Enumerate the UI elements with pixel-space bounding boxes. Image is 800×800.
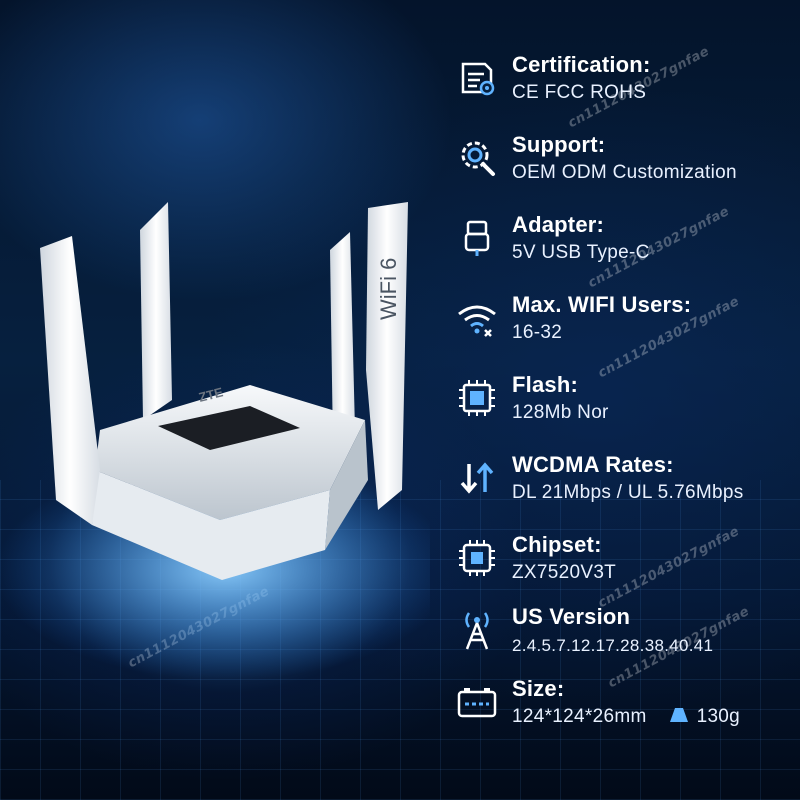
size-value: 124*124*26mm (512, 706, 647, 727)
wifi-users-icon (455, 296, 499, 340)
battery-size-icon (455, 680, 499, 724)
spec-adapter: Adapter: 5V USB Type-C (455, 208, 795, 278)
weight-value: 130g (696, 706, 741, 727)
spec-label: US Version (512, 604, 631, 629)
antenna-back-left (140, 202, 172, 420)
spec-value: 5V USB Type-C (512, 242, 650, 263)
router-top (95, 385, 365, 520)
weight-icon (669, 708, 688, 722)
antenna-front-left (40, 236, 100, 525)
spec-chipset: Chipset: ZX7520V3T (455, 528, 795, 598)
brand-logo: ZTE (197, 384, 225, 405)
chipset-icon (455, 536, 499, 580)
spec-value: ZX7520V3T (512, 562, 617, 583)
router-image: WiFi 6 ZTE (0, 202, 430, 680)
spec-value: 128Mb Nor (512, 402, 609, 423)
spec-label: Certification: (512, 52, 651, 77)
router-side (325, 420, 368, 550)
spec-label: Size: (512, 676, 565, 701)
spec-size: Size: 124*124*26mm 130g (455, 672, 795, 742)
antenna-wifi6-label: WiFi 6 (376, 258, 401, 320)
antenna-front-right (366, 202, 408, 510)
spec-value: 16-32 (512, 322, 563, 343)
certificate-icon (455, 56, 499, 100)
spec-label: Chipset: (512, 532, 602, 557)
spec-value: DL 21Mbps / UL 5.76Mbps (512, 482, 744, 503)
spec-flash: Flash: 128Mb Nor (455, 368, 795, 438)
router-front-panel (158, 406, 300, 450)
antenna-tower-icon (455, 608, 499, 652)
usb-c-icon (455, 216, 499, 260)
router-front (92, 470, 330, 580)
spec-label: Adapter: (512, 212, 605, 237)
spec-label: Flash: (512, 372, 578, 397)
antenna-back-right (330, 232, 355, 446)
spec-value: CE FCC ROHS (512, 82, 647, 103)
flash-chip-icon (455, 376, 499, 420)
spec-value: 124*124*26mm 130g (512, 706, 740, 728)
gear-search-icon (455, 136, 499, 180)
spec-us-version: US Version 2.4.5.7.12.17.28.38.40.41 (455, 600, 795, 670)
spec-label: Support: (512, 132, 606, 157)
spec-value: OEM ODM Customization (512, 162, 737, 183)
spec-wcdma-rates: WCDMA Rates: DL 21Mbps / UL 5.76Mbps (455, 448, 795, 518)
spec-certification: Certification: CE FCC ROHS (455, 48, 795, 118)
spec-label: Max. WIFI Users: (512, 292, 692, 317)
spec-value: 2.4.5.7.12.17.28.38.40.41 (512, 636, 714, 655)
spec-label: WCDMA Rates: (512, 452, 674, 477)
spec-support: Support: OEM ODM Customization (455, 128, 795, 198)
spec-max-wifi-users: Max. WIFI Users: 16-32 (455, 288, 795, 358)
up-down-arrows-icon (455, 456, 499, 500)
